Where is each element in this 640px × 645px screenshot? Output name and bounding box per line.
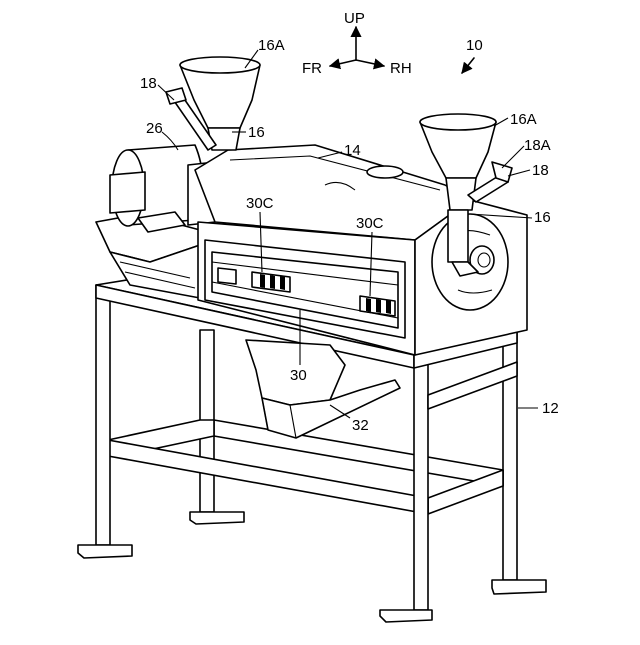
label-drum: 30 (290, 367, 307, 384)
label-hopper-right: 16A (510, 111, 537, 128)
apparatus-callout: 10 (462, 37, 483, 73)
frame-foot-rear-left (190, 512, 244, 524)
label-chute-left: 16 (248, 124, 265, 141)
right-label: RH (390, 60, 412, 77)
blade-left-teeth (260, 274, 285, 290)
label-blade-left: 30C (246, 195, 274, 212)
frame-foot-front-left (78, 545, 132, 558)
drum-blade-edge (218, 268, 236, 284)
right-arrow (356, 60, 384, 66)
label-blade-right: 30C (356, 215, 384, 232)
label-body: 14 (344, 142, 361, 159)
frame-front-left-leg (96, 285, 110, 545)
label-hopper-left: 16A (258, 37, 285, 54)
label-chute-right: 16 (534, 209, 551, 226)
frame-foot-front-right (380, 610, 432, 622)
left-feeder (166, 57, 260, 150)
front-label: FR (302, 60, 322, 77)
right-chute-lower (448, 210, 468, 262)
direction-indicator: UP FR RH (302, 10, 412, 77)
blade-right-teeth (366, 298, 391, 314)
motor-junction-box (110, 172, 145, 213)
up-label: UP (344, 10, 365, 27)
label-feeder-left: 18 (140, 75, 157, 92)
frame-foot-rear-right (492, 580, 546, 594)
apparatus-arrow (462, 58, 474, 73)
label-discharge: 32 (352, 417, 369, 434)
front-arrow (330, 60, 356, 66)
leader-feeder-right-a (502, 146, 524, 168)
frame-front-right-leg (414, 355, 428, 610)
label-frame: 12 (542, 400, 559, 417)
label-feeder-right-a: 18A (524, 137, 551, 154)
apparatus-label: 10 (466, 37, 483, 54)
label-motor: 26 (146, 120, 163, 137)
motor (110, 145, 215, 232)
label-feeder-right: 18 (532, 162, 549, 179)
body-vent (367, 166, 403, 178)
right-hopper-rim (420, 114, 496, 130)
left-hopper-rim (180, 57, 260, 73)
